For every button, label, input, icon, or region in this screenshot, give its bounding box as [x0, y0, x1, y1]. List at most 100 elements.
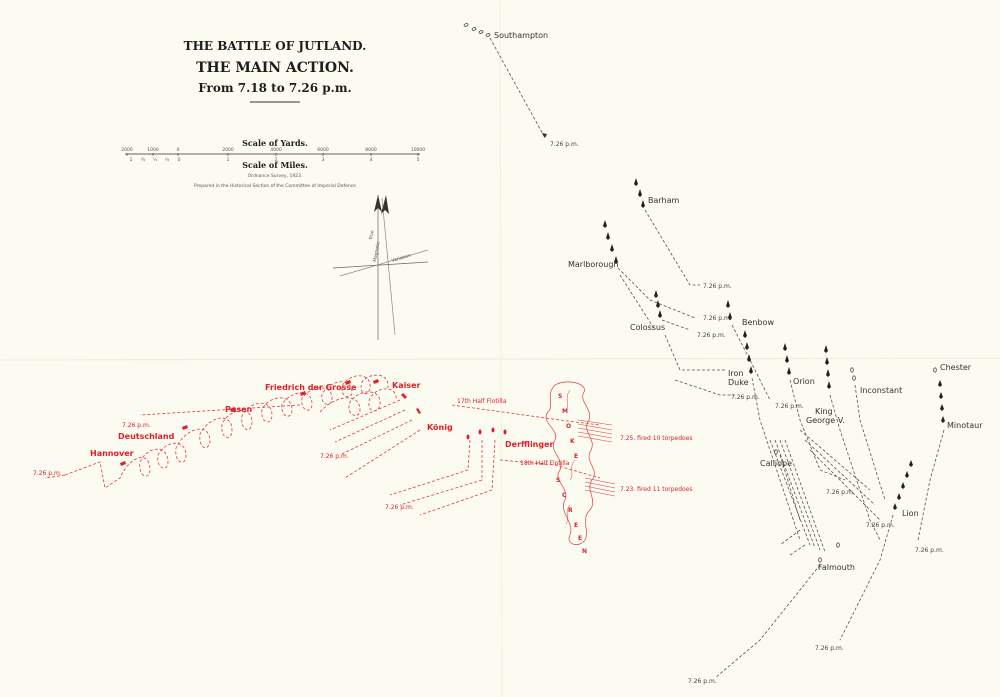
ship-label-benbow: Benbow — [742, 318, 774, 327]
ship-label-king-george-1: King — [815, 407, 833, 416]
yard-tick-label: 1000 — [147, 147, 159, 153]
mile-tick-label: ¼ — [165, 157, 170, 163]
mile-tick-label: 3 — [322, 157, 325, 163]
ship-southampton-group: Southampton 7.26 p.m. — [463, 23, 579, 148]
ship-chester-group: Chester — [933, 363, 972, 373]
fold-line — [499, 0, 503, 697]
ship-colossus-group: Colossus 7.26 p.m. — [630, 290, 726, 371]
mile-ticks: 1 ¾ ½ ¼ 0 1 2 3 4 5 — [130, 156, 420, 163]
german-label-derfflinger: Derfflinger — [505, 440, 554, 449]
german-battlecruiser-markers — [466, 427, 507, 440]
time-label-orion: 7.26 p.m. — [775, 403, 804, 410]
german-17th-flotilla-track — [451, 404, 601, 426]
yard-tick-label: 0 — [177, 147, 180, 153]
ship-minotaur-group: Minotaur 7.26 p.m. — [915, 380, 983, 554]
ship-barham-group: Barham 7.26 p.m. — [634, 178, 732, 290]
ship-calliope-group: Calliope — [760, 449, 801, 521]
german-time-label-4: 7.26 p.m. — [33, 470, 62, 477]
yard-tick-label: 4000 — [270, 147, 282, 153]
mile-tick-label: 0 — [178, 157, 181, 163]
torpedo-fan-723 — [584, 477, 616, 497]
german-label-hannover: Hannover — [90, 449, 134, 458]
compass-var-line — [339, 249, 429, 277]
compass-ew-line — [332, 261, 429, 269]
german-turn-away-tracks — [44, 399, 496, 516]
mile-tick-label: 1 — [130, 157, 133, 163]
ship-label-orion: Orion — [793, 377, 815, 386]
smoke-letter: S — [556, 477, 560, 484]
german-18th-flotilla-track — [499, 459, 601, 479]
ship-label-calliope: Calliope — [760, 459, 792, 468]
yard-tick-label: 8000 — [365, 147, 377, 153]
ship-label-iron-duke-2: Duke — [728, 378, 749, 387]
mile-tick-label: 2 — [275, 157, 278, 163]
smoke-letter: N — [582, 548, 587, 555]
ship-label-inconstant: Inconstant — [860, 386, 902, 395]
german-battle-line-track — [64, 374, 389, 489]
german-fleet: Friedrich der Grosse Kaiser Posen Deutsc… — [33, 374, 693, 555]
german-label-konig: König — [427, 423, 453, 432]
compass-var-label: Variation — [391, 253, 412, 264]
torpedo-fan-725 — [577, 419, 613, 443]
ship-label-marlborough: Marlborough — [568, 260, 619, 269]
title-line-3: From 7.18 to 7.26 p.m. — [198, 81, 352, 95]
compass-rose: True Magnetic Variation — [332, 195, 429, 340]
survey-note: Ordnance Survey, 1923. — [248, 173, 303, 179]
smoke-letter: S — [558, 393, 562, 400]
compass-mag-line — [381, 197, 396, 336]
title-line-2: THE MAIN ACTION. — [196, 60, 354, 76]
ship-label-lion: Lion — [902, 509, 919, 518]
fold-line — [0, 357, 1000, 361]
mile-tick-label: 4 — [370, 157, 373, 163]
smoke-letter: M — [562, 408, 568, 415]
german-label-kaiser: Kaiser — [392, 381, 421, 390]
smoke-letter: K — [570, 438, 575, 445]
label-18th-flotilla: 18th Half Flotilla — [520, 460, 570, 467]
smoke-letter: E — [574, 453, 578, 460]
ship-label-minotaur: Minotaur — [947, 421, 983, 430]
ship-label-falmouth: Falmouth — [818, 563, 855, 572]
ship-label-iron-duke-1: Iron — [728, 369, 743, 378]
german-time-label-1: 7.26 p.m. — [122, 422, 151, 429]
time-label-marlborough: 7.26 p.m. — [703, 315, 732, 322]
yard-tick-label: 6000 — [317, 147, 329, 153]
ship-label-colossus: Colossus — [630, 323, 665, 332]
ship-king-george-group: King George V. — [806, 345, 881, 541]
ship-label-southampton: Southampton — [494, 31, 548, 40]
smoke-letter: E — [578, 535, 582, 542]
north-arrow-icon — [374, 195, 382, 212]
time-label-barham: 7.26 p.m. — [703, 283, 732, 290]
mile-tick-label: ½ — [153, 156, 158, 163]
time-label-destroyers-2: 7.26 p.m. — [866, 522, 895, 529]
german-label-posen: Posen — [225, 405, 253, 414]
german-label-deutschland: Deutschland — [118, 432, 175, 441]
ship-benbow-group: Benbow — [726, 300, 774, 401]
prepared-note: Prepared in the Historical Section of th… — [194, 183, 356, 189]
ship-label-barham: Barham — [648, 196, 680, 205]
scale-yards-title: Scale of Yards. — [242, 138, 308, 148]
ship-iron-duke-group: Iron Duke 7.26 p.m. — [674, 330, 801, 541]
german-ship-markers — [120, 379, 421, 466]
time-label-destroyers: 7.26 p.m. — [826, 489, 855, 496]
mile-tick-label: ¾ — [141, 157, 146, 163]
scale-miles-title: Scale of Miles. — [242, 160, 308, 170]
mile-tick-label: 1 — [227, 157, 230, 163]
smoke-letter: E — [574, 522, 578, 529]
british-fleet: Southampton 7.26 p.m. Barham 7.26 p.m. M… — [463, 23, 983, 685]
time-label-colossus: 7.26 p.m. — [697, 332, 726, 339]
time-label-lion: 7.26 p.m. — [815, 645, 844, 652]
ship-orion-group: Orion 7.26 p.m. — [775, 343, 846, 481]
german-label-friedrich: Friedrich der Grosse — [265, 383, 357, 392]
magnetic-arrow-icon — [381, 195, 389, 214]
smoke-letter: C — [562, 492, 567, 499]
yard-tick-label: 2000 — [222, 147, 234, 153]
compass-true-label: True — [368, 230, 376, 242]
torpedo-label-723: 7.23. fired 11 torpedoes — [620, 486, 693, 493]
time-label-iron-duke: 7.26 p.m. — [731, 394, 760, 401]
mile-tick-label: 5 — [417, 157, 420, 163]
